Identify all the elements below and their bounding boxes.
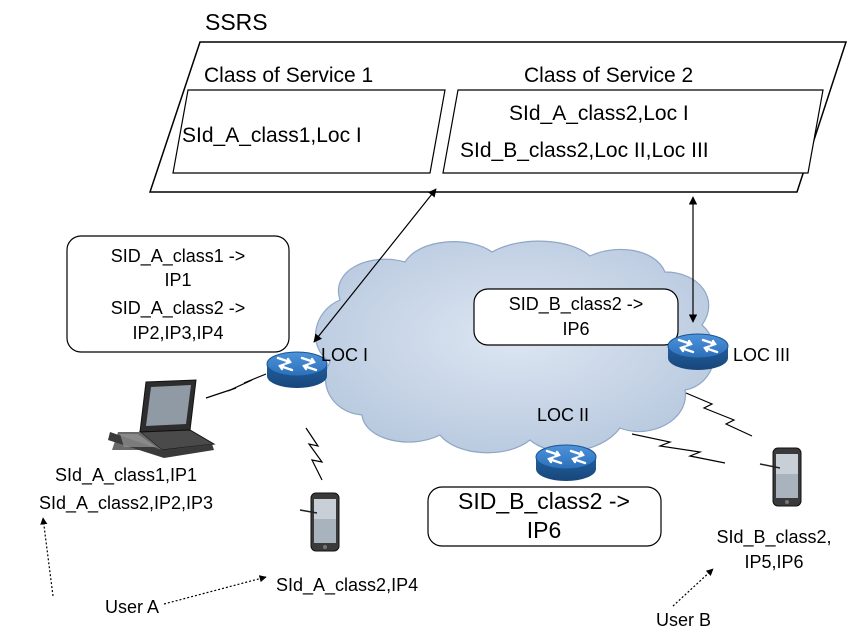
user-a-to-laptop-arrow — [40, 517, 54, 597]
cos2-title: Class of Service 2 — [524, 64, 693, 87]
loc1-label: LOC I — [321, 345, 368, 365]
cos2-entry-b: SId_B_class2,Loc II,Loc III — [460, 139, 709, 162]
user-b-to-phone-arrow — [672, 568, 714, 607]
cos1-title: Class of Service 1 — [204, 64, 373, 87]
loc3-table-line2: IP6 — [562, 319, 589, 339]
user-a-to-phone-arrow — [163, 575, 267, 605]
network-cloud-icon — [314, 240, 716, 454]
laptop-icon — [108, 379, 216, 458]
user-a-label: User A — [105, 597, 159, 617]
laptop-label-line1: SId_A_class1,IP1 — [55, 465, 197, 486]
loc2-table-line1: SID_B_class2 -> — [458, 488, 630, 514]
loc3-label: LOC III — [733, 345, 790, 365]
loc1-table — [66, 235, 290, 353]
loc1-table-line2: IP1 — [164, 270, 191, 290]
ssrs-to-loc1-arrow — [313, 188, 437, 343]
router-icon — [666, 332, 730, 372]
lightning-wireless-link-icon — [685, 392, 753, 437]
loc2-table-line2: IP6 — [527, 517, 562, 543]
user-b-label: User B — [656, 610, 711, 630]
loc1-table-line4: IP2,IP3,IP4 — [132, 323, 223, 343]
lightning-wireless-link-icon — [205, 373, 267, 399]
cos1-entry: SId_A_class1,Loc I — [182, 124, 362, 147]
cos2-box — [442, 89, 824, 174]
phone-b-label-line2: IP5,IP6 — [744, 552, 803, 572]
lightning-wireless-link-icon — [631, 433, 726, 464]
phone-b-label-line1: SId_B_class2, — [716, 527, 831, 548]
laptop-label-line2: SId_A_class2,IP2,IP3 — [39, 493, 213, 514]
stylus-icon — [299, 509, 318, 514]
loc3-table-line1: SID_B_class2 -> — [509, 294, 644, 315]
lightning-wireless-link-icon — [305, 427, 324, 481]
router-icon — [534, 443, 598, 483]
ssrs-title: SSRS — [205, 9, 268, 35]
cos2-entry-a: SId_A_class2,Loc I — [509, 102, 689, 125]
phone-a-label: SId_A_class2,IP4 — [276, 575, 418, 596]
loc1-table-line3: SID_A_class2 -> — [111, 298, 246, 319]
stylus-icon — [759, 463, 781, 469]
smartphone-icon — [310, 492, 340, 552]
loc2-label: LOC II — [537, 405, 589, 425]
loc2-table — [427, 486, 662, 547]
cos1-box — [172, 89, 446, 174]
smartphone-icon — [772, 447, 802, 507]
router-icon — [265, 350, 329, 390]
loc3-table — [473, 288, 679, 346]
loc1-table-line1: SID_A_class1 -> — [111, 246, 246, 267]
